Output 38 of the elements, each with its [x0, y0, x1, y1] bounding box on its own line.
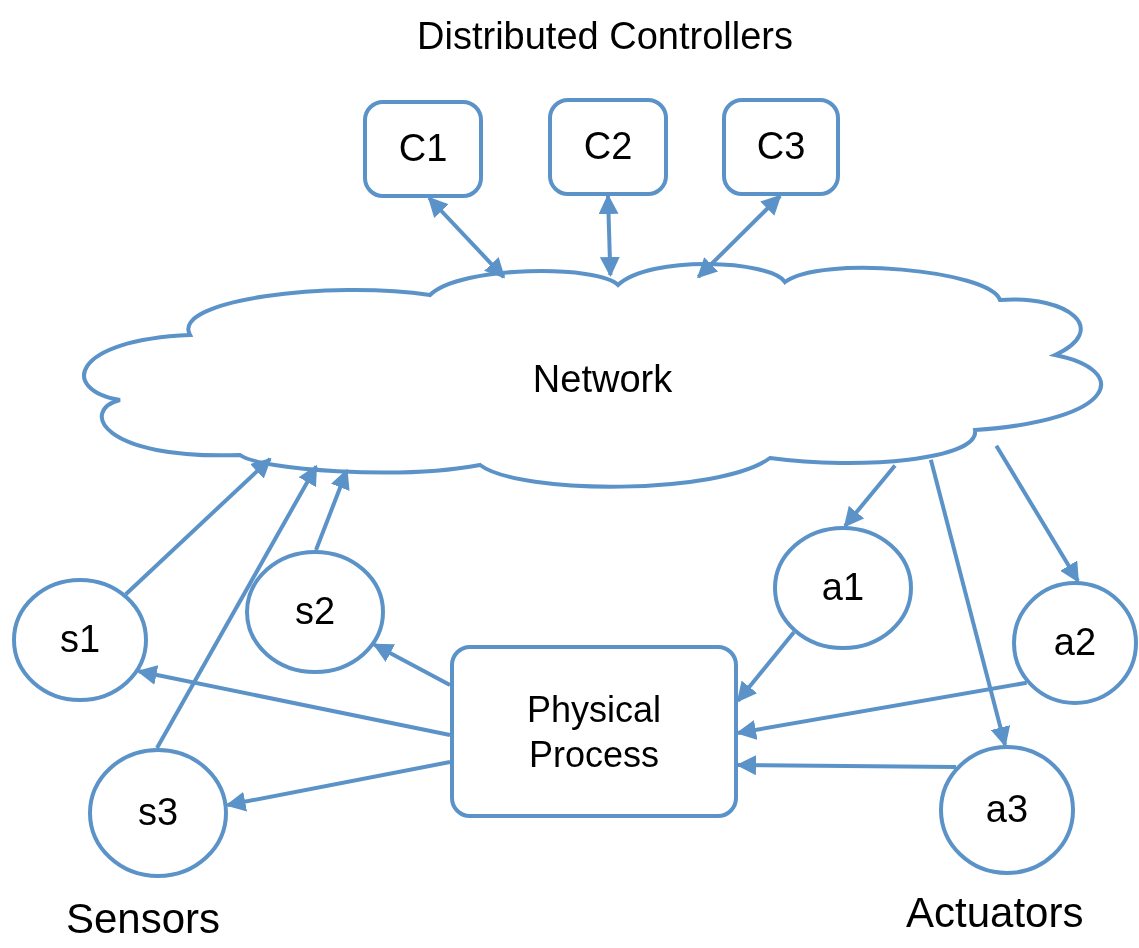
node-label: s2	[294, 589, 336, 635]
node-label: C1	[398, 126, 448, 172]
arrow	[736, 630, 796, 703]
arrow	[736, 755, 957, 776]
process-box	[548, 98, 668, 196]
group-label: Sensors	[66, 898, 221, 940]
arrow	[843, 464, 897, 528]
node-circle	[939, 745, 1075, 875]
node-label: s3	[137, 790, 179, 836]
process-box	[722, 98, 840, 196]
node-label: C3	[756, 124, 806, 170]
arrow	[928, 459, 1011, 747]
group-label: Actuators	[906, 892, 1084, 934]
node-label: s1	[59, 617, 101, 663]
node-label: Physical Process	[525, 687, 663, 777]
node-circle	[1012, 581, 1138, 705]
arrow	[124, 457, 272, 596]
node-circle	[773, 526, 913, 650]
node-circle	[12, 578, 148, 702]
group-label: Distributed Controllers	[416, 14, 794, 59]
arrow	[372, 642, 451, 687]
arrow	[225, 760, 451, 812]
node-circle	[245, 550, 385, 674]
node-label: C2	[583, 124, 633, 170]
arrow	[697, 194, 782, 279]
arrow	[155, 464, 318, 749]
process-box	[450, 645, 738, 818]
process-box	[363, 100, 483, 198]
arrow	[598, 194, 620, 277]
arrow	[994, 444, 1080, 583]
arrow	[427, 196, 506, 279]
node-label: a2	[1053, 620, 1097, 666]
node-label: a1	[821, 565, 865, 611]
node-label: Network	[532, 357, 673, 403]
arrow	[736, 680, 1027, 740]
node-label: a3	[985, 787, 1029, 833]
node-circle	[88, 748, 228, 878]
arrow	[136, 665, 451, 737]
